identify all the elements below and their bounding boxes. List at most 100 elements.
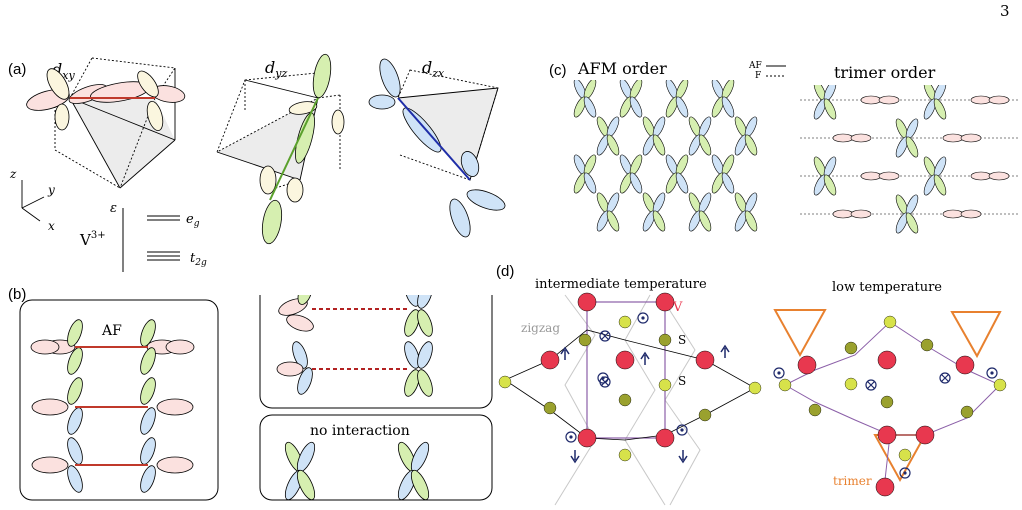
orbital-lobe xyxy=(573,96,587,118)
orbital-lobe xyxy=(734,210,748,232)
eg-level xyxy=(147,215,180,221)
legend-lines xyxy=(766,65,786,77)
page-number: 3 xyxy=(1000,2,1010,20)
f-label: F xyxy=(356,295,366,297)
panel-b-label: (b) xyxy=(8,286,27,303)
af-box xyxy=(19,299,219,501)
panel-b-figure: AF F no interaction xyxy=(19,295,493,501)
v-atoms-intermediate xyxy=(540,292,715,448)
orbital-lobe xyxy=(923,98,937,120)
t2g-label: t2g xyxy=(190,251,207,268)
orbital-lobe xyxy=(970,171,992,181)
orbital-lobe xyxy=(629,96,643,118)
orbital-lobe xyxy=(652,210,666,232)
orbital-lobe xyxy=(652,134,666,156)
f-row-2 xyxy=(276,341,433,397)
orbital-lobe xyxy=(619,96,633,118)
orbital-lobe xyxy=(832,133,854,143)
orbital-lobe xyxy=(688,134,702,156)
intermediate-title: intermediate temperature xyxy=(535,277,707,292)
orbital-lobe xyxy=(960,133,982,143)
orbital-lobe xyxy=(970,95,992,105)
orbital-lobe xyxy=(583,96,597,118)
low-title: low temperature xyxy=(832,280,942,295)
orbital-lobe xyxy=(698,210,712,232)
panel-a-figure: dxy dyz dzx xyxy=(9,53,506,272)
dzx-lobes xyxy=(368,58,506,238)
spin-arrows-intermediate xyxy=(560,344,730,464)
s-atoms-low xyxy=(778,315,1007,462)
orbital-lobe xyxy=(823,98,837,120)
low-temp-structure xyxy=(773,309,1002,483)
orbital-lobe xyxy=(711,172,725,194)
trimer-order-title: trimer order xyxy=(834,63,936,82)
axis-z: z xyxy=(9,167,17,181)
panel-d-figure: zigzag V S S xyxy=(498,292,1007,506)
energy-axis-label: ε xyxy=(110,201,117,216)
spin-markers-intermediate xyxy=(565,312,688,443)
orbital-lobe xyxy=(734,134,748,156)
trimer-lattice xyxy=(800,85,1018,234)
t2g-level xyxy=(147,251,180,261)
orbital-lobe xyxy=(665,172,679,194)
orbital-lobe xyxy=(895,136,909,158)
orbital-lobe xyxy=(606,210,620,232)
orbital-lobe xyxy=(675,96,689,118)
spin-markers-low xyxy=(773,367,998,479)
orbital-lobe xyxy=(596,134,610,156)
af-row-3 xyxy=(31,437,194,493)
dyz-label: dyz xyxy=(265,58,287,80)
orbital-lobe xyxy=(744,134,758,156)
orbital-lobe xyxy=(573,172,587,194)
legend-af: AF xyxy=(749,61,762,71)
dxy-lobes xyxy=(26,68,186,132)
axis-x: x xyxy=(48,219,55,233)
af-label: AF xyxy=(101,323,122,339)
orbital-lobe xyxy=(665,96,679,118)
v-label: V xyxy=(672,300,683,315)
orbital-lobe xyxy=(878,171,900,181)
panel-d-label: (d) xyxy=(496,263,515,280)
orbital-lobe xyxy=(942,209,964,219)
orbital-lobe xyxy=(823,174,837,196)
orbital-lobe xyxy=(850,209,872,219)
orbital-lobe xyxy=(860,95,882,105)
orbital-lobe xyxy=(642,134,656,156)
orbital-lobe xyxy=(905,136,919,158)
orbital-lobe xyxy=(698,134,712,156)
eg-label: eg xyxy=(186,212,200,229)
orbital-lobe xyxy=(642,210,656,232)
legend-f: F xyxy=(755,71,762,81)
orbital-lobe xyxy=(711,96,725,118)
afm-lattice xyxy=(573,80,758,232)
orbital-lobe xyxy=(860,171,882,181)
panel-c-label: (c) xyxy=(549,62,567,79)
orbital-lobe xyxy=(960,209,982,219)
s-label-1: S xyxy=(678,333,686,347)
orbital-lobe xyxy=(905,212,919,234)
dyz-lobes xyxy=(259,53,345,245)
no-interaction-label: no interaction xyxy=(310,423,410,439)
s-atoms-intermediate xyxy=(498,315,762,462)
orbital-lobe xyxy=(933,98,947,120)
no-interaction-box xyxy=(259,414,493,501)
orbital-lobe xyxy=(675,172,689,194)
no-interaction-orbitals xyxy=(284,441,430,501)
af-row-2 xyxy=(31,377,194,435)
s-label-2: S xyxy=(678,374,686,388)
orbital-lobe xyxy=(619,172,633,194)
af-row-1 xyxy=(30,319,195,375)
orbital-lobe xyxy=(813,98,827,120)
orbital-lobe xyxy=(832,209,854,219)
f-box xyxy=(259,295,493,409)
orbital-lobe xyxy=(721,172,735,194)
ion-label: V3+ xyxy=(79,230,106,249)
orbital-lobe xyxy=(850,133,872,143)
orbital-lobe xyxy=(583,172,597,194)
unit-cell xyxy=(586,301,666,439)
orbital-lobe xyxy=(942,133,964,143)
orbital-lobe xyxy=(895,212,909,234)
f-row-1 xyxy=(278,295,433,337)
orbital-lobe xyxy=(988,171,1010,181)
zigzag-label: zigzag xyxy=(521,321,560,335)
